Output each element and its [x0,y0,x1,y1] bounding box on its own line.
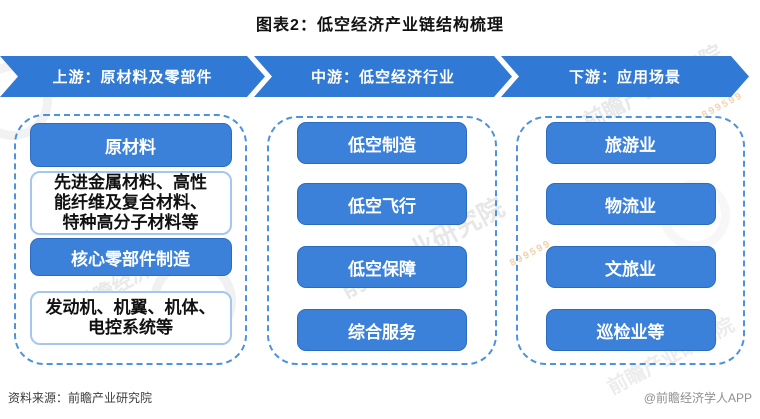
upstream-box-materials-detail: 先进金属材料、高性 能纤维及复合材料、 特种高分子材料等 [29,171,232,235]
upstream-box-components-detail: 发动机、机翼、机体、 电控系统等 [29,291,232,345]
downstream-box-tourism: 旅游业 [545,122,716,164]
banner-section-midstream: 中游：低空经济行业 [254,56,512,97]
detail-line: 先进金属材料、高性 [54,173,207,192]
upstream-column: 原材料 先进金属材料、高性 能纤维及复合材料、 特种高分子材料等 核心零部件制造… [14,114,247,365]
banner-section-label: 上游：原材料及零部件 [52,69,213,86]
midstream-box-support: 低空保障 [297,246,467,288]
credit-note: @前瞻经济学人APP [643,391,752,405]
detail-line: 特种高分子材料等 [62,213,199,232]
banner-section-label: 下游：应用场景 [568,69,681,86]
upstream-box-core-components: 核心零部件制造 [29,238,232,276]
upstream-box-raw-materials: 原材料 [29,123,232,167]
midstream-box-flight: 低空飞行 [297,183,467,225]
midstream-column: 低空制造 低空飞行 低空保障 综合服务 [267,116,497,365]
banner-section-downstream: 下游：应用场景 [501,56,749,97]
banner-section-label: 中游：低空经济行业 [310,69,455,86]
page-title: 图表2：低空经济产业链结构梳理 [256,17,504,34]
midstream-box-services: 综合服务 [297,309,467,351]
detail-line: 电控系统等 [88,318,173,337]
downstream-box-logistics: 物流业 [545,183,716,225]
detail-line: 能纤维及复合材料、 [54,193,207,212]
banner-section-upstream: 上游：原材料及零部件 [0,56,265,97]
midstream-box-manufacturing: 低空制造 [297,122,467,164]
chain-banner: 上游：原材料及零部件 中游：低空经济行业 下游：应用场景 [0,56,749,97]
downstream-box-inspection: 巡检业等 [545,309,716,351]
source-note: 资料来源：前瞻产业研究院 [8,391,153,405]
downstream-column: 旅游业 物流业 文旅业 巡检业等 [516,116,745,365]
downstream-box-culture-tourism: 文旅业 [545,246,716,288]
detail-line: 发动机、机翼、机体、 [45,298,216,317]
